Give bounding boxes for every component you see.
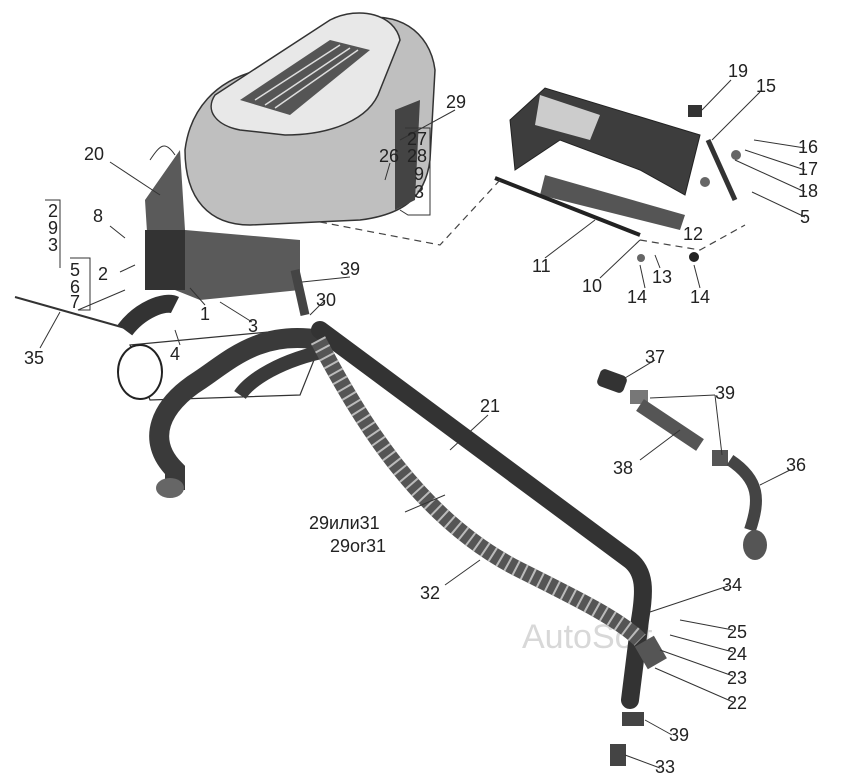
label-3: 3 [414,182,424,202]
label-39: 39 [669,725,689,745]
label-39: 39 [715,383,735,403]
label-18: 18 [798,181,818,201]
pipe-21 [311,321,652,709]
label-36: 36 [786,455,806,475]
label-14: 14 [690,287,710,307]
label-13: 13 [652,267,672,287]
label-35: 35 [24,348,44,368]
label-5: 5 [800,207,810,227]
label-34: 34 [722,575,742,595]
label-17: 17 [798,159,818,179]
label-26: 26 [379,146,399,166]
label-9: 9 [48,218,58,238]
label-33: 33 [655,757,675,777]
muffler [14,294,332,498]
label-29-or-31-ru: 29или31 [309,513,380,533]
label-23: 23 [727,668,747,688]
label-20: 20 [84,144,104,164]
label-28: 28 [407,146,427,166]
exhaust-pipe-36-assembly [597,369,767,560]
label-21: 21 [480,396,500,416]
label-10: 10 [582,276,602,296]
label-11: 11 [532,256,551,276]
label-29-or-31-en: 29or31 [330,536,386,556]
label-4: 4 [170,344,180,364]
label-39: 39 [340,259,360,279]
heater-unit [145,12,436,300]
label-32: 32 [420,583,440,603]
cable-35 [14,296,126,329]
label-3: 3 [248,316,258,336]
label-16: 16 [798,137,818,157]
label-25: 25 [727,622,747,642]
small-parts-bottom [610,635,667,766]
label-14: 14 [627,287,647,307]
label-1: 1 [200,304,210,324]
label-12: 12 [683,224,703,244]
callout-labels: 19 15 29 27 28 9 3 26 20 16 17 18 5 12 1… [24,61,818,777]
label-38: 38 [613,458,633,478]
label-6: 6 [70,277,80,297]
label-22: 22 [727,693,747,713]
label-8: 8 [93,206,103,226]
label-2: 2 [48,201,58,221]
label-27: 27 [407,129,427,149]
label-3: 3 [48,235,58,255]
leader-lines [39,79,806,769]
label-2: 2 [98,264,108,284]
flex-hose-32 [310,336,646,646]
label-37: 37 [645,347,665,367]
label-19: 19 [728,61,748,81]
label-9: 9 [414,164,424,184]
label-7: 7 [70,292,80,312]
label-15: 15 [756,76,776,96]
clamp-39 [290,269,310,316]
label-24: 24 [727,644,747,664]
label-30: 30 [316,290,336,310]
label-5: 5 [70,260,80,280]
label-29: 29 [446,92,466,112]
heater-cover [494,87,741,262]
